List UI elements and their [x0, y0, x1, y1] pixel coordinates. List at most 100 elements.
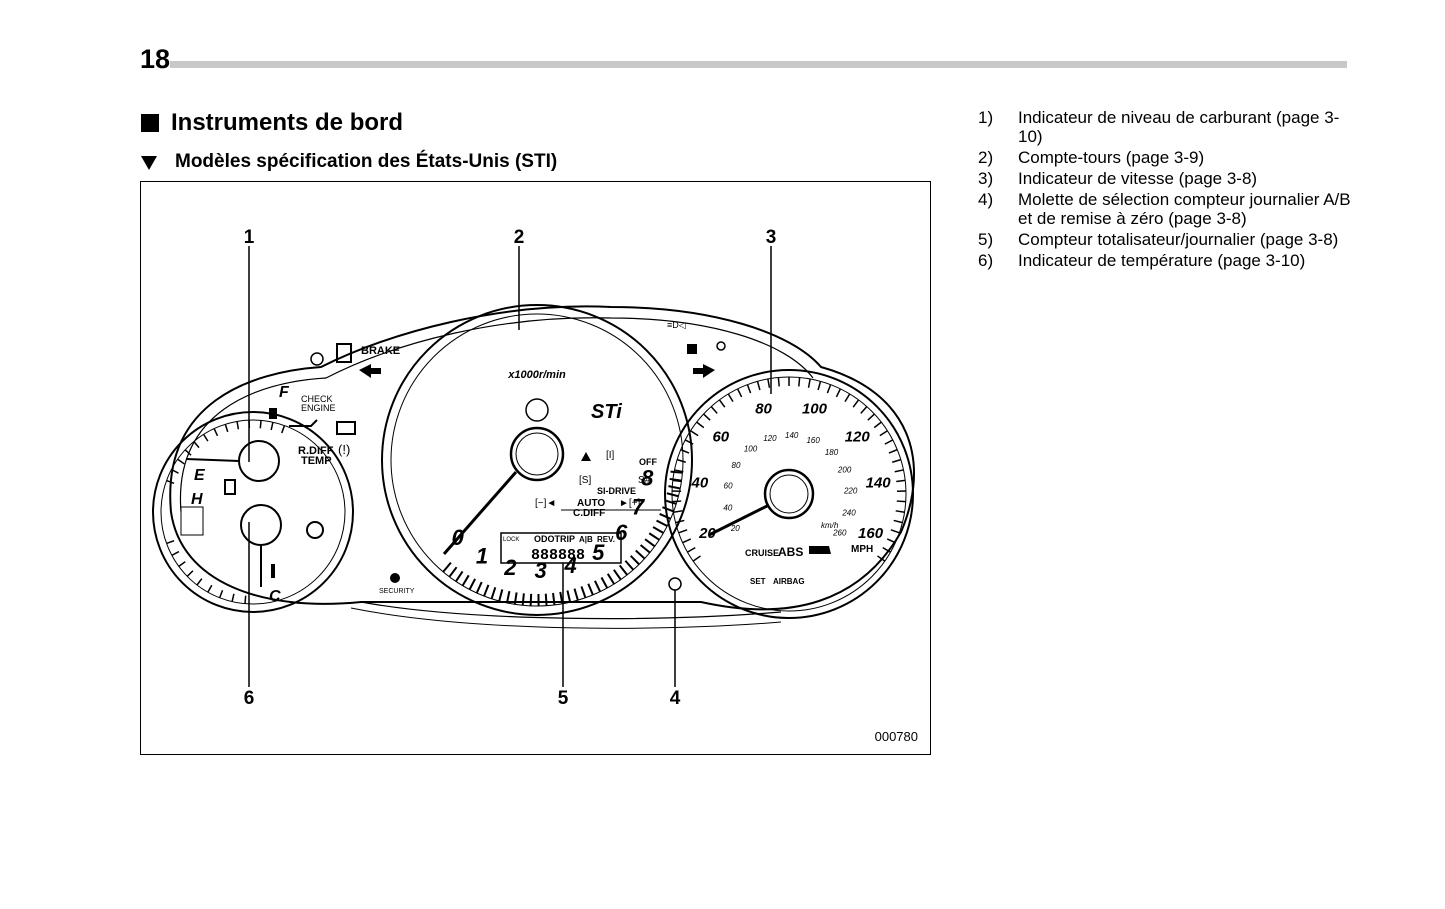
tachometer-tick	[652, 526, 664, 534]
cluster-bottom-rim-2	[350, 607, 782, 629]
left-turn-icon	[359, 364, 381, 378]
brake-warning-icon: (!)	[338, 442, 350, 457]
seatbelt-icon	[716, 341, 726, 351]
speedometer-tick	[673, 510, 683, 513]
left-gauge-tick	[171, 468, 179, 474]
tachometer-tick	[639, 544, 651, 554]
section-heading: Instruments de bord	[141, 109, 403, 137]
fuel-gauge-hub	[238, 440, 280, 482]
speedometer-mph-label: 20	[698, 525, 716, 542]
speedometer-tick	[886, 538, 896, 544]
si-i-label: [I]	[606, 450, 615, 461]
sti-logo: STi	[591, 401, 622, 423]
tachometer-outer	[381, 304, 693, 616]
speedometer-tick	[877, 555, 886, 562]
lock-label: LOCK	[503, 537, 519, 543]
speedometer-mph-label: 160	[858, 525, 884, 542]
left-gauge-tick	[178, 561, 186, 568]
speedometer-kmh-label: 160	[806, 436, 820, 445]
speedometer-kmh-label: 60	[724, 481, 733, 490]
si-drive-label: SI-DRIVE	[597, 486, 636, 496]
trip-reset-knob	[668, 577, 682, 591]
speedometer-tick	[710, 406, 718, 414]
tachometer-scale-label: 3	[535, 558, 547, 583]
speedometer-mph-label: 40	[691, 475, 709, 492]
cluster-inner-outline	[179, 317, 814, 513]
speedometer-tick	[767, 378, 771, 388]
callout-1: 1	[243, 227, 255, 248]
rdiff-label-1: R.DIFF	[298, 445, 334, 457]
speedometer-tick	[844, 393, 851, 403]
speedometer-tick	[826, 384, 832, 394]
triangle-bullet-icon	[141, 156, 157, 170]
speedometer-ticks	[672, 377, 906, 562]
speedometer-mph-label: 60	[712, 428, 729, 445]
speedometer-tick	[718, 399, 726, 408]
speedometer-tick	[674, 469, 684, 473]
speedometer-tick	[692, 555, 701, 562]
subsection-heading: Modèles spécification des États-Unis (ST…	[141, 151, 557, 173]
cdiff-plus-label: ►[+]	[619, 498, 641, 509]
speedometer-tick	[817, 381, 822, 391]
speedometer-kmh-label: 240	[841, 509, 856, 518]
speedometer-needle	[708, 503, 770, 537]
high-beam-icon	[687, 344, 697, 354]
tachometer-tick	[505, 590, 511, 604]
fuel-needle	[185, 458, 240, 462]
left-gauge-tick	[236, 421, 240, 430]
tachometer-scale-labels: 012345678	[452, 465, 654, 582]
tachometer-tick	[613, 569, 622, 581]
subsection-title: Modèles spécification des États-Unis (ST…	[175, 151, 558, 172]
left-gauge-tick	[244, 595, 247, 604]
tachometer-tick	[552, 592, 556, 606]
speedometer-hub-inner	[769, 474, 809, 514]
temp-hot-label: H	[191, 491, 203, 508]
speedometer-kmh-label: 180	[825, 448, 839, 457]
legend-item: 6)Indicateur de température (page 3-10)	[978, 251, 1306, 270]
tachometer-tick	[566, 590, 572, 603]
set-label: SET	[750, 577, 766, 586]
section-title: Instruments de bord	[171, 109, 404, 136]
callout-2: 2	[513, 227, 525, 248]
temp-gauge-hub	[240, 504, 282, 546]
tachometer-tick	[483, 584, 490, 597]
vdc-off-label: OFF	[639, 457, 657, 467]
tachometer-tick	[648, 532, 660, 541]
rev-label: REV.	[597, 535, 615, 544]
tachometer-tick	[644, 538, 656, 548]
speedometer-tick	[879, 430, 888, 437]
airbag-label: AIRBAG	[773, 577, 805, 586]
left-pod	[152, 411, 354, 613]
tachometer-scale-label: 5	[592, 540, 605, 565]
left-gauge-tick	[259, 420, 262, 429]
legend-item: 5)Compteur totalisateur/journalier (page…	[978, 230, 1339, 249]
speedometer-tick	[736, 388, 743, 398]
speedometer-tick	[873, 421, 882, 429]
left-gauge-tick	[186, 570, 194, 577]
si-s-label: [S]	[579, 475, 591, 486]
fuel-icon-small	[269, 408, 277, 419]
left-gauge-tick	[166, 540, 175, 545]
tachometer-tick	[442, 562, 452, 573]
tachometer-tick	[468, 578, 477, 590]
tachometer-tick	[664, 499, 677, 505]
legend-item: 1)Indicateur de niveau de carburant (pag…	[978, 108, 1340, 146]
tachometer-tick	[659, 513, 672, 520]
tachometer-hub	[509, 426, 565, 482]
speedometer-tick	[678, 529, 688, 534]
tachometer-ticks	[442, 470, 683, 607]
tachometer-tick	[629, 555, 640, 566]
left-gauge-tick	[196, 578, 203, 586]
speedometer-tick	[890, 529, 900, 534]
speedometer-tick	[684, 439, 694, 445]
tachometer-scale-label: 8	[641, 465, 654, 490]
tachometer-tick	[559, 591, 564, 604]
speedometer-tick	[703, 413, 711, 421]
left-pod-inner	[160, 419, 346, 605]
cdiff-label: C.DIFF	[573, 508, 605, 519]
cluster-bottom-rim	[360, 601, 782, 620]
tachometer-tick	[475, 581, 483, 594]
tachometer-inner	[390, 313, 684, 607]
speedometer-outer	[664, 369, 914, 619]
